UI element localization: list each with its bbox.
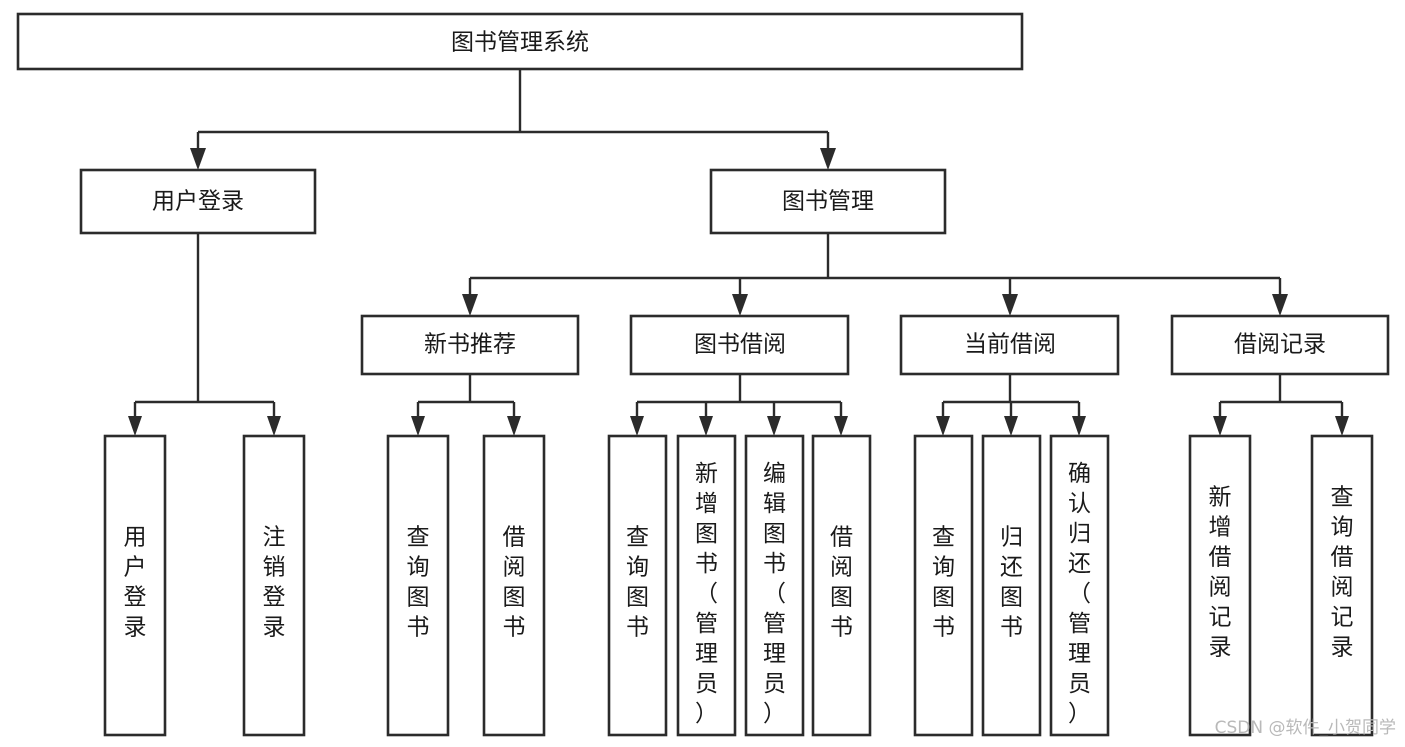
leaf-node[interactable]: 查询借阅记录 bbox=[1310, 434, 1374, 737]
node-new-book-rec-box[interactable] bbox=[360, 314, 580, 376]
node-current-borrow-label: 当前借阅 bbox=[964, 332, 1056, 358]
leaf-node[interactable]: 借阅图书 bbox=[482, 434, 546, 737]
arrow-icon-leaf-logout bbox=[267, 416, 281, 436]
leaf-node[interactable]: 借阅图书 bbox=[811, 434, 872, 737]
arrowhead-layer bbox=[128, 148, 1349, 436]
arrow-icon-leaf-edit-book-admin bbox=[767, 416, 781, 436]
leaf-borrow-book-rec-label: 借阅图书 bbox=[503, 524, 526, 640]
arrow-icon-leaf-user-login bbox=[128, 416, 142, 436]
arrow-icon-user-login bbox=[190, 148, 206, 170]
node-borrow-record-box[interactable] bbox=[1170, 314, 1390, 376]
arrow-icon-leaf-add-book-admin bbox=[699, 416, 713, 436]
node-user-login-box[interactable] bbox=[79, 168, 317, 235]
leaf-query-book-current-label: 查询图书 bbox=[932, 524, 955, 640]
leaf-node[interactable]: 用户登录 bbox=[103, 434, 167, 737]
node-new-book-rec[interactable]: 新书推荐 bbox=[360, 314, 580, 376]
leaf-user-login-box[interactable] bbox=[103, 434, 167, 737]
node-book-manage[interactable]: 图书管理 bbox=[709, 168, 947, 235]
leaf-node[interactable]: 归还图书 bbox=[981, 434, 1042, 737]
leaf-query-book-borrow-box[interactable] bbox=[607, 434, 668, 737]
leaf-confirm-return-admin-label: 确认归还（管理员） bbox=[1068, 461, 1091, 727]
leaf-add-book-admin-box[interactable] bbox=[676, 434, 737, 737]
node-book-manage-label: 图书管理 bbox=[782, 189, 874, 215]
leaf-add-book-admin-label: 新增图书（管理员） bbox=[695, 461, 718, 727]
leaf-confirm-return-admin-box[interactable] bbox=[1049, 434, 1110, 737]
node-user-login[interactable]: 用户登录 bbox=[79, 168, 317, 235]
arrow-icon-leaf-borrow-book-rec bbox=[507, 416, 521, 436]
arrow-icon-leaf-query-book-rec bbox=[411, 416, 425, 436]
node-new-book-rec-label: 新书推荐 bbox=[424, 332, 516, 358]
leaf-logout-box[interactable] bbox=[242, 434, 306, 737]
leaf-logout-label: 注销登录 bbox=[263, 524, 286, 640]
leaf-edit-book-admin-box[interactable] bbox=[744, 434, 805, 737]
node-borrow-record-label: 借阅记录 bbox=[1234, 332, 1326, 358]
arrow-icon-current-borrow bbox=[1002, 294, 1018, 316]
leaf-node[interactable]: 查询图书 bbox=[607, 434, 668, 737]
leaf-query-borrow-record-box[interactable] bbox=[1310, 434, 1374, 737]
leaf-borrow-book-box[interactable] bbox=[811, 434, 872, 737]
watermark-label: CSDN @软件_小贺同学 bbox=[1215, 718, 1396, 738]
arrow-icon-leaf-return-book bbox=[1004, 416, 1018, 436]
leaf-query-book-borrow-label: 查询图书 bbox=[626, 524, 649, 640]
connector-layer bbox=[133, 69, 1344, 418]
arrow-icon-borrow-record bbox=[1272, 294, 1288, 316]
leaf-return-book-label: 归还图书 bbox=[1000, 524, 1023, 640]
node-book-borrow[interactable]: 图书借阅 bbox=[629, 314, 850, 376]
leaf-query-book-rec-box[interactable] bbox=[386, 434, 450, 737]
leaf-add-borrow-record-label: 新增借阅记录 bbox=[1209, 484, 1232, 660]
leaf-node[interactable]: 注销登录 bbox=[242, 434, 306, 737]
arrow-icon-leaf-query-book-current bbox=[936, 416, 950, 436]
leaf-node[interactable]: 查询图书 bbox=[913, 434, 974, 737]
leaf-node[interactable]: 确认归还（管理员） bbox=[1049, 434, 1110, 737]
node-root-label: 图书管理系统 bbox=[451, 30, 589, 56]
node-book-borrow-box[interactable] bbox=[629, 314, 850, 376]
node-book-manage-box[interactable] bbox=[709, 168, 947, 235]
leaf-query-book-current-box[interactable] bbox=[913, 434, 974, 737]
node-user-login-label: 用户登录 bbox=[152, 189, 244, 215]
node-current-borrow-box[interactable] bbox=[899, 314, 1120, 376]
leaf-node[interactable]: 新增借阅记录 bbox=[1188, 434, 1252, 737]
leaf-node-layer: 用户登录 注销登录 查询图书 借阅图书 查询图书 新增图书（管理员） 编辑图书（管理员） 借阅… bbox=[103, 434, 1374, 737]
arrow-icon-leaf-confirm-return-admin bbox=[1072, 416, 1086, 436]
arrow-icon-book-manage bbox=[820, 148, 836, 170]
leaf-node[interactable]: 查询图书 bbox=[386, 434, 450, 737]
node-root-box[interactable] bbox=[16, 12, 1024, 71]
leaf-borrow-book-label: 借阅图书 bbox=[830, 524, 853, 640]
arrow-icon-leaf-query-borrow-record bbox=[1335, 416, 1349, 436]
leaf-node[interactable]: 新增图书（管理员） bbox=[676, 434, 737, 737]
leaf-edit-book-admin-label: 编辑图书（管理员） bbox=[763, 461, 786, 727]
arrow-icon-new-book-rec bbox=[462, 294, 478, 316]
leaf-user-login-label: 用户登录 bbox=[124, 524, 147, 640]
node-current-borrow[interactable]: 当前借阅 bbox=[899, 314, 1120, 376]
leaf-return-book-box[interactable] bbox=[981, 434, 1042, 737]
arrow-icon-leaf-borrow-book bbox=[834, 416, 848, 436]
node-book-borrow-label: 图书借阅 bbox=[694, 332, 786, 358]
leaf-query-borrow-record-label: 查询借阅记录 bbox=[1331, 484, 1354, 660]
arrow-icon-leaf-add-borrow-record bbox=[1213, 416, 1227, 436]
leaf-query-book-rec-label: 查询图书 bbox=[407, 524, 430, 640]
leaf-borrow-book-rec-box[interactable] bbox=[482, 434, 546, 737]
arrow-icon-book-borrow bbox=[732, 294, 748, 316]
leaf-add-borrow-record-box[interactable] bbox=[1188, 434, 1252, 737]
leaf-node[interactable]: 编辑图书（管理员） bbox=[744, 434, 805, 737]
arrow-icon-leaf-query-book-borrow bbox=[630, 416, 644, 436]
node-borrow-record[interactable]: 借阅记录 bbox=[1170, 314, 1390, 376]
node-root[interactable]: 图书管理系统 bbox=[16, 12, 1024, 71]
